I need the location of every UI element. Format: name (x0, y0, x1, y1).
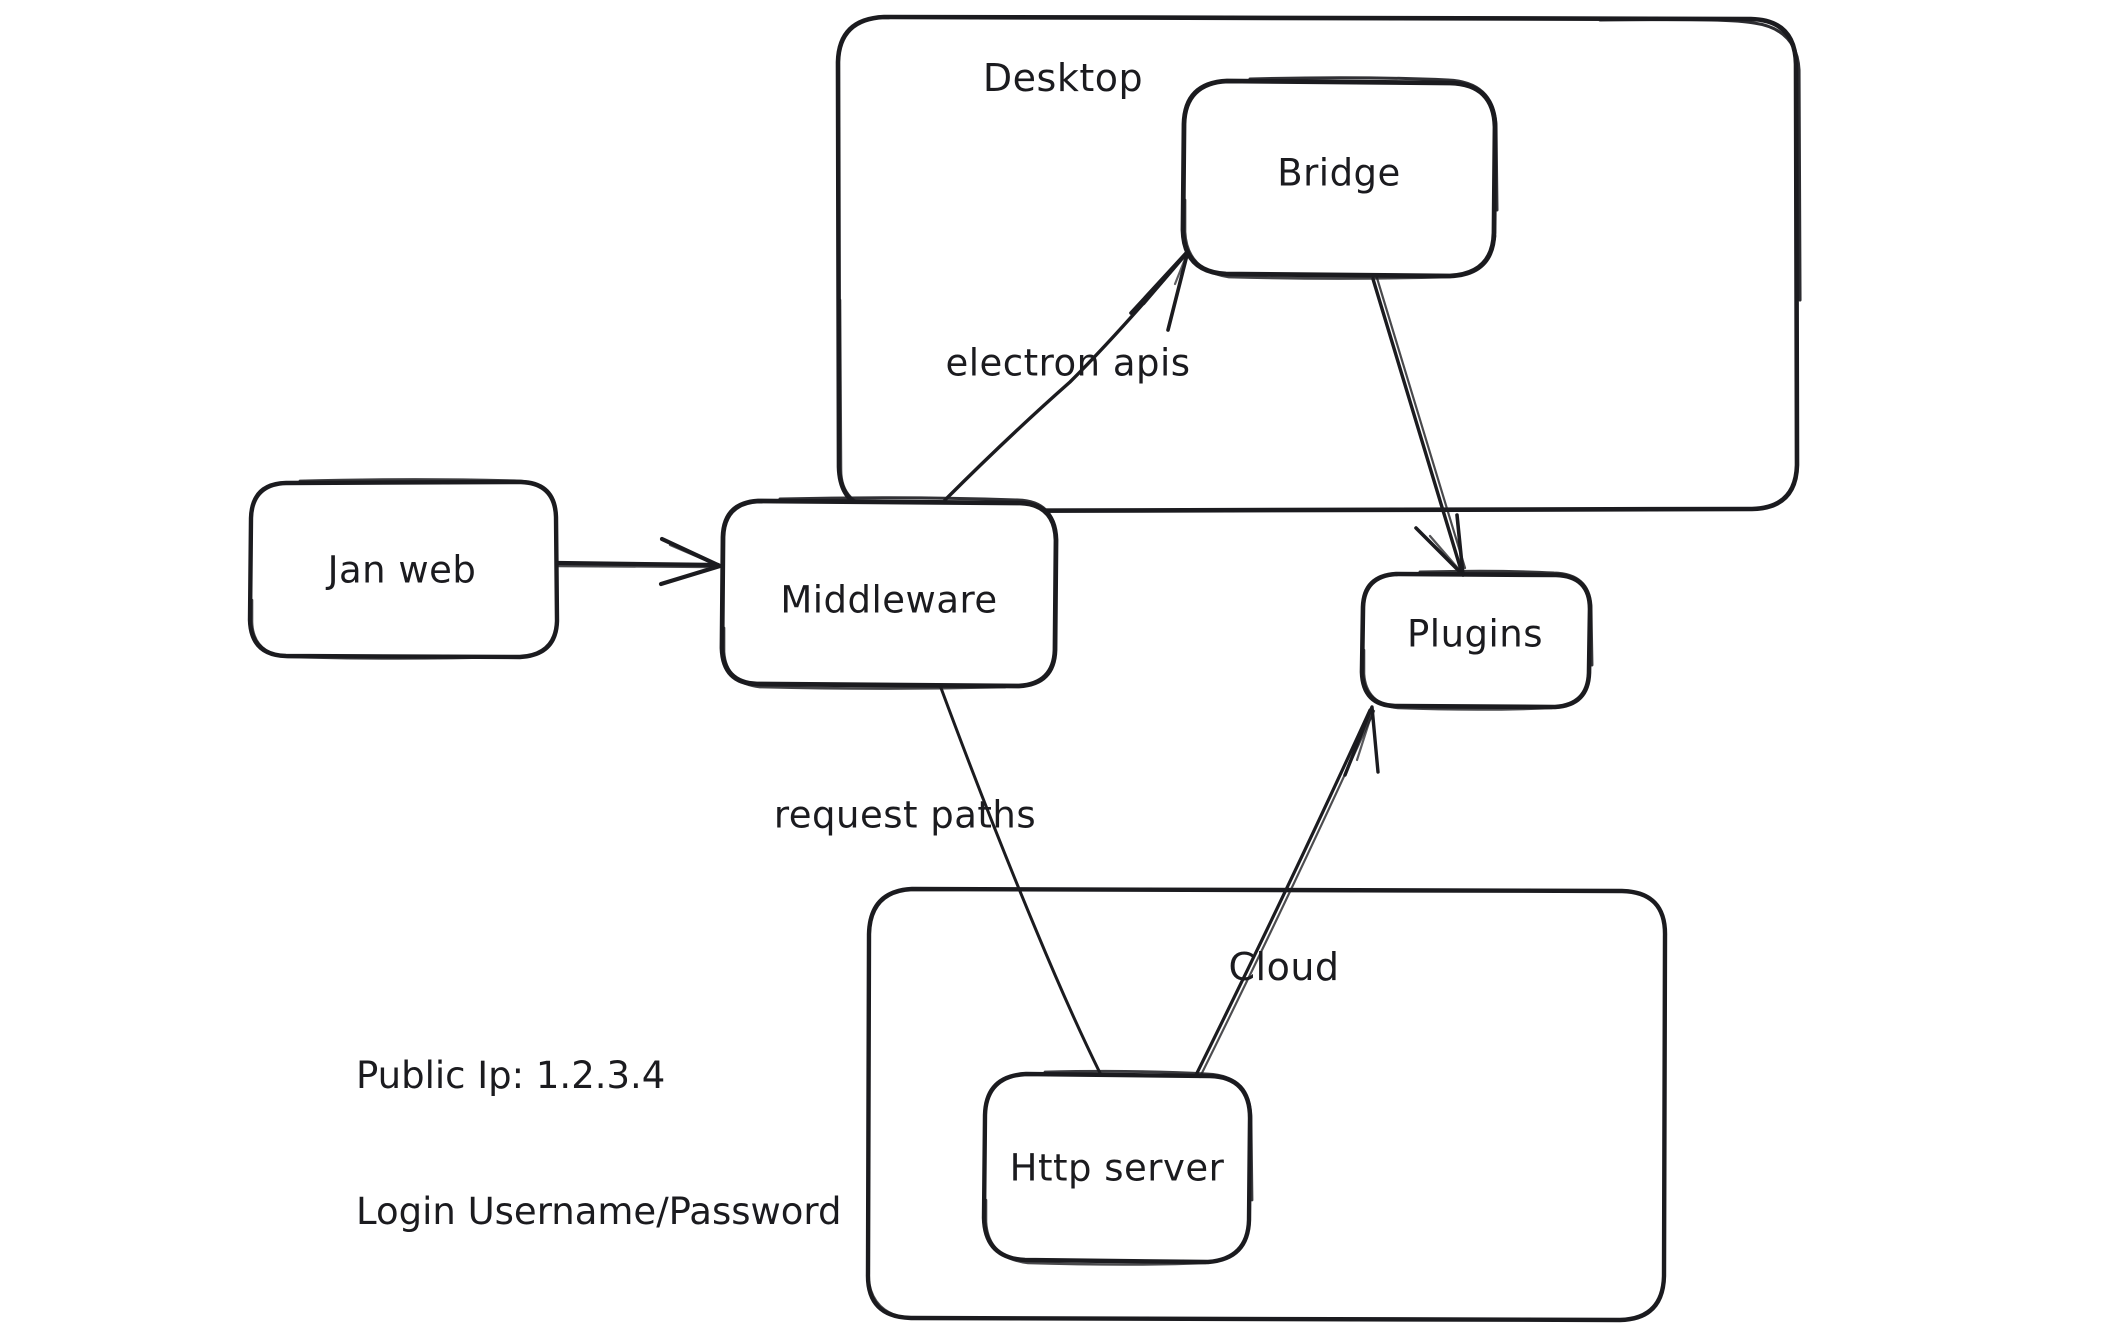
edge-middleware-to-bridge (943, 249, 1190, 502)
edge-middleware-to-http-server (939, 686, 1102, 1075)
edge-janweb-to-middleware (555, 536, 723, 587)
node-bridge-outline[interactable] (1180, 76, 1499, 280)
edge-bridge-to-plugins (1371, 276, 1467, 577)
note-connection-info: Public Ip: 1.2.3.4 Login Username/Passwo… (356, 963, 841, 1324)
node-jan-web-outline[interactable] (247, 478, 560, 660)
node-label-bridge: Bridge (1277, 151, 1401, 195)
node-label-plugins: Plugins (1406, 612, 1544, 656)
node-label-jan-web: Jan web (327, 548, 477, 592)
edge-label-electron-apis: electron apis (945, 341, 1191, 385)
node-middleware-outline[interactable] (719, 496, 1059, 690)
node-label-middleware: Middleware (780, 578, 998, 622)
group-cloud-outline (865, 886, 1668, 1323)
edge-label-request-paths: request paths (773, 793, 1037, 837)
node-label-http-server: Http server (1009, 1146, 1225, 1190)
note-line-login: Login Username/Password (356, 1189, 842, 1233)
note-line-public-ip: Public Ip: 1.2.3.4 (356, 1054, 666, 1098)
group-label-cloud: Cloud (1228, 945, 1340, 989)
edge-http-server-to-plugins (1194, 705, 1380, 1079)
group-label-desktop: Desktop (982, 56, 1144, 100)
